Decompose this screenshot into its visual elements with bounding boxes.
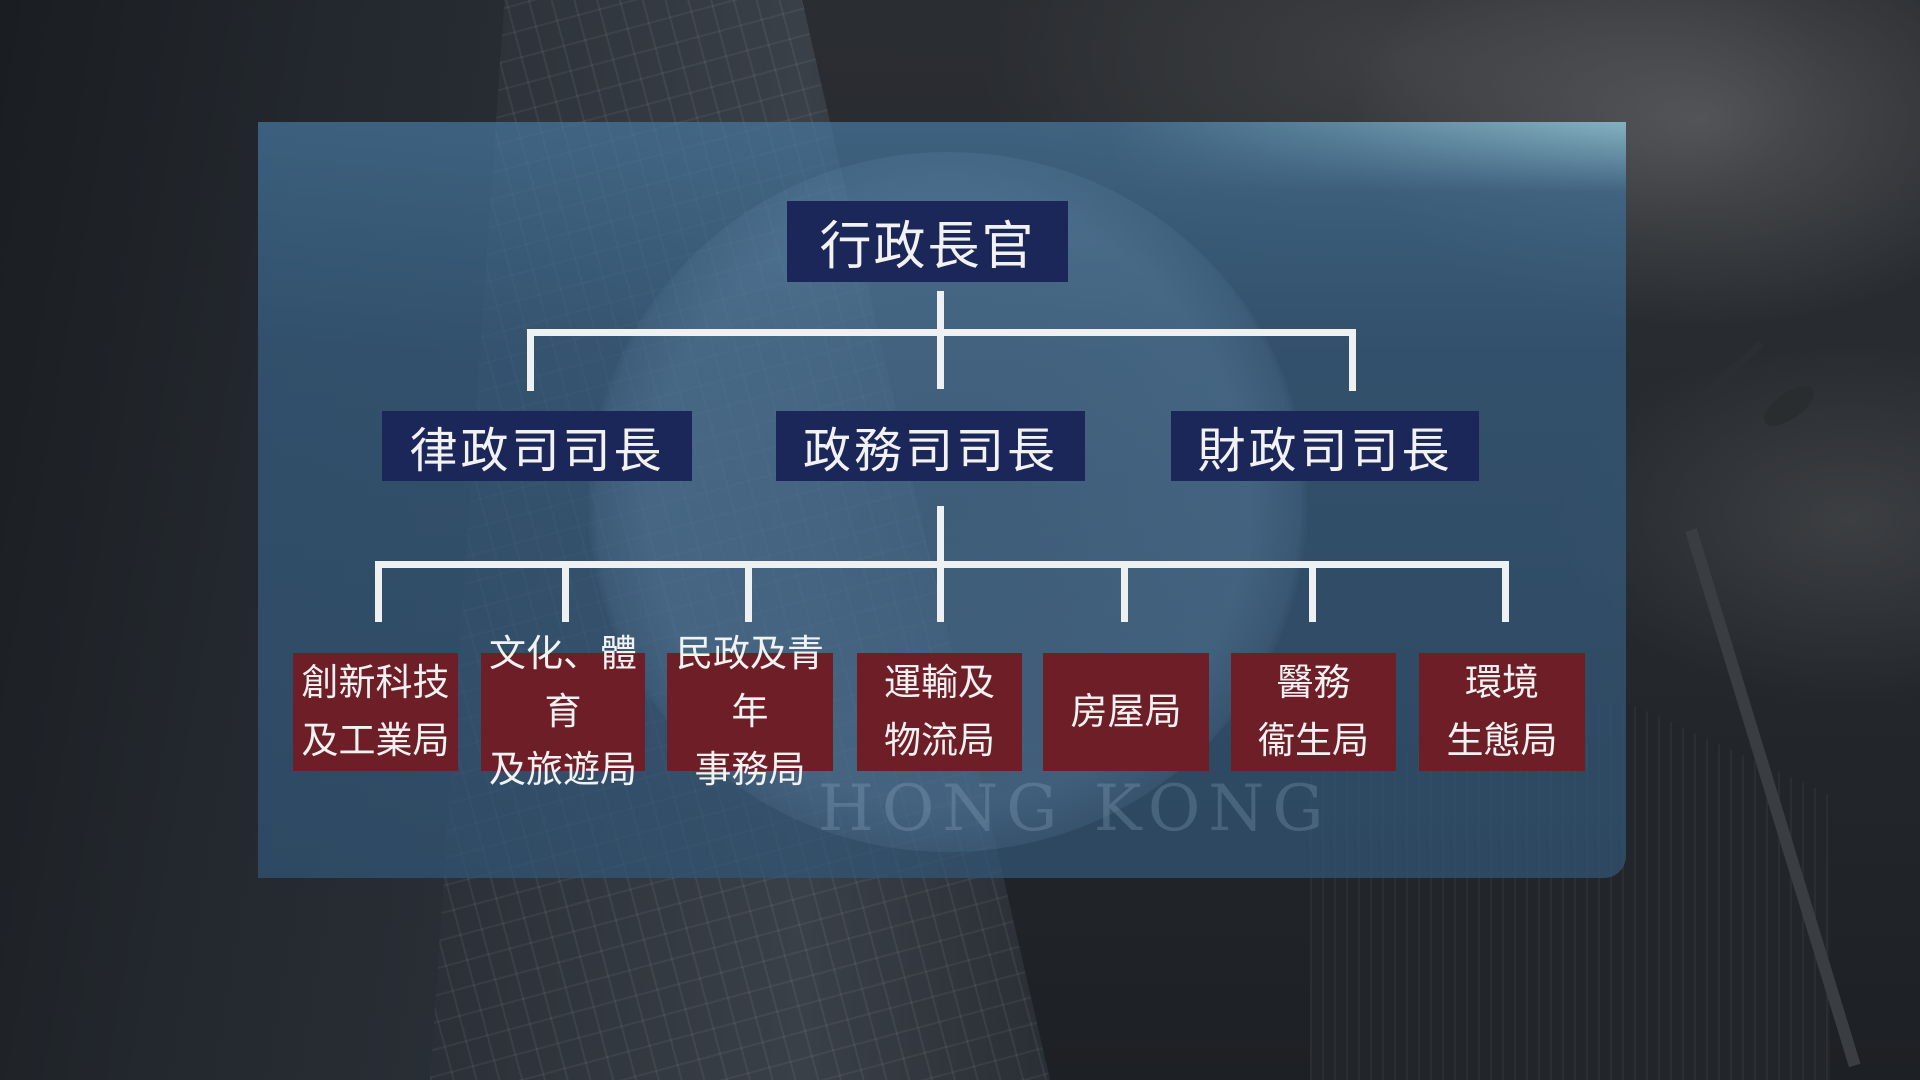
node-bureau-transport-logistics: 運輸及 物流局 [857, 653, 1022, 771]
connector-ce-down [937, 291, 944, 389]
bureau-label-line1: 醫務 [1276, 661, 1351, 704]
node-bureau-environment-ecology: 環境 生態局 [1419, 653, 1585, 771]
bureau-label-line1: 文化、體育 [489, 632, 637, 733]
node-chief-executive: 行政長官 [787, 201, 1068, 282]
connector-bureau-2 [562, 561, 569, 622]
connector-bureau-1 [375, 561, 382, 622]
connector-bureau-7 [1502, 561, 1509, 622]
node-bureau-housing: 房屋局 [1043, 653, 1209, 771]
node-chief-secretary: 政務司司長 [776, 411, 1085, 481]
connector-bureaus-horizontal [375, 561, 1509, 568]
bureau-label-line1: 創新科技 [301, 661, 450, 704]
bureau-label-line2: 及工業局 [301, 719, 450, 762]
connector-bureau-6 [1309, 561, 1316, 622]
node-bureau-innovation-technology-industry: 創新科技 及工業局 [293, 653, 458, 771]
node-bureau-home-youth-affairs: 民政及青年 事務局 [667, 632, 833, 791]
connector-to-sj [527, 329, 534, 391]
bureau-label-line2: 物流局 [884, 719, 995, 762]
bureau-label-line1: 環境 [1465, 661, 1539, 704]
connector-to-fs [1349, 329, 1356, 391]
bureau-label-line1: 民政及青年 [676, 632, 824, 733]
connector-bureau-5 [1121, 561, 1128, 622]
emblem-watermark-text: HONG KONG [818, 772, 1332, 846]
bureau-label-line2: 衞生局 [1258, 719, 1369, 762]
bureau-label-line2: 生態局 [1446, 719, 1558, 762]
connector-secretaries-horizontal [527, 329, 1356, 336]
bureau-label-line1: 房屋局 [1070, 690, 1182, 733]
node-bureau-culture-sports-tourism: 文化、體育 及旅遊局 [481, 632, 645, 791]
bureau-label-line2: 及旅遊局 [489, 748, 637, 791]
node-secretary-for-justice: 律政司司長 [382, 411, 692, 481]
bureau-label-line1: 運輸及 [884, 661, 995, 704]
connector-bureau-3 [745, 561, 752, 622]
node-financial-secretary: 財政司司長 [1171, 411, 1479, 481]
node-bureau-health: 醫務 衞生局 [1231, 653, 1396, 771]
bureau-label-line2: 事務局 [694, 748, 806, 791]
